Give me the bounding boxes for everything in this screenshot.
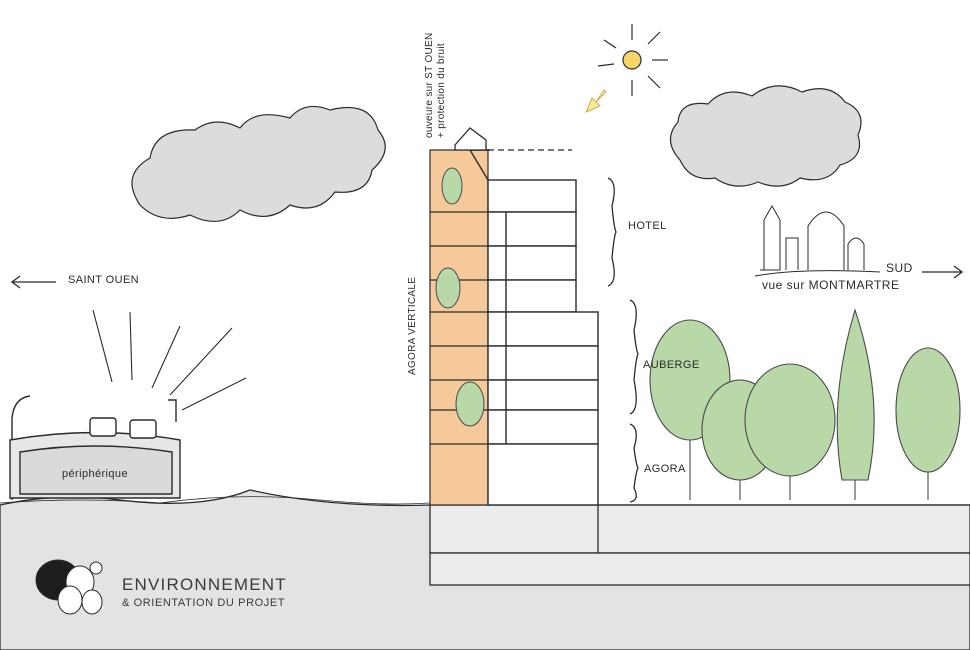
noise-rays [92, 309, 247, 411]
sun-icon [597, 24, 668, 96]
roof-stair [454, 127, 572, 151]
opening-line-2: + protection du bruit [435, 43, 447, 138]
auberge-label: AUBERGE [643, 359, 700, 371]
arrow-left-icon [10, 275, 56, 289]
legend-subtitle: & ORIENTATION DU PROJET [122, 597, 286, 609]
tree-cluster-icon [35, 559, 103, 615]
sun-arrow-icon [585, 89, 607, 113]
cloud-left [131, 105, 386, 222]
peripherique-label: périphérique [62, 468, 128, 480]
saint-ouen-label: SAINT OUEN [68, 274, 140, 286]
montmartre-sketch [754, 204, 881, 277]
arrow-right-icon [922, 265, 964, 279]
opening-label: ouveure sur ST OUEN + protection du brui… [424, 32, 447, 138]
legend-title: ENVIRONNEMENT [122, 575, 287, 594]
agora-trees [435, 167, 485, 427]
underground-levels [429, 504, 970, 586]
agora-verticale-label: AGORA VERTICALE [407, 276, 418, 375]
agora-label: AGORA [644, 463, 686, 475]
car-icon [89, 417, 157, 439]
brackets [607, 177, 639, 503]
cloud-right [669, 85, 862, 187]
opening-line-1: ouveure sur ST OUEN [424, 32, 435, 138]
building [468, 149, 599, 506]
agora-band [429, 149, 489, 506]
trees-right [649, 308, 961, 500]
montmartre-label: vue sur MONTMARTRE [762, 278, 900, 292]
hotel-label: HOTEL [628, 220, 667, 232]
peripherique-structure [9, 395, 181, 500]
sud-label: SUD [886, 261, 913, 275]
